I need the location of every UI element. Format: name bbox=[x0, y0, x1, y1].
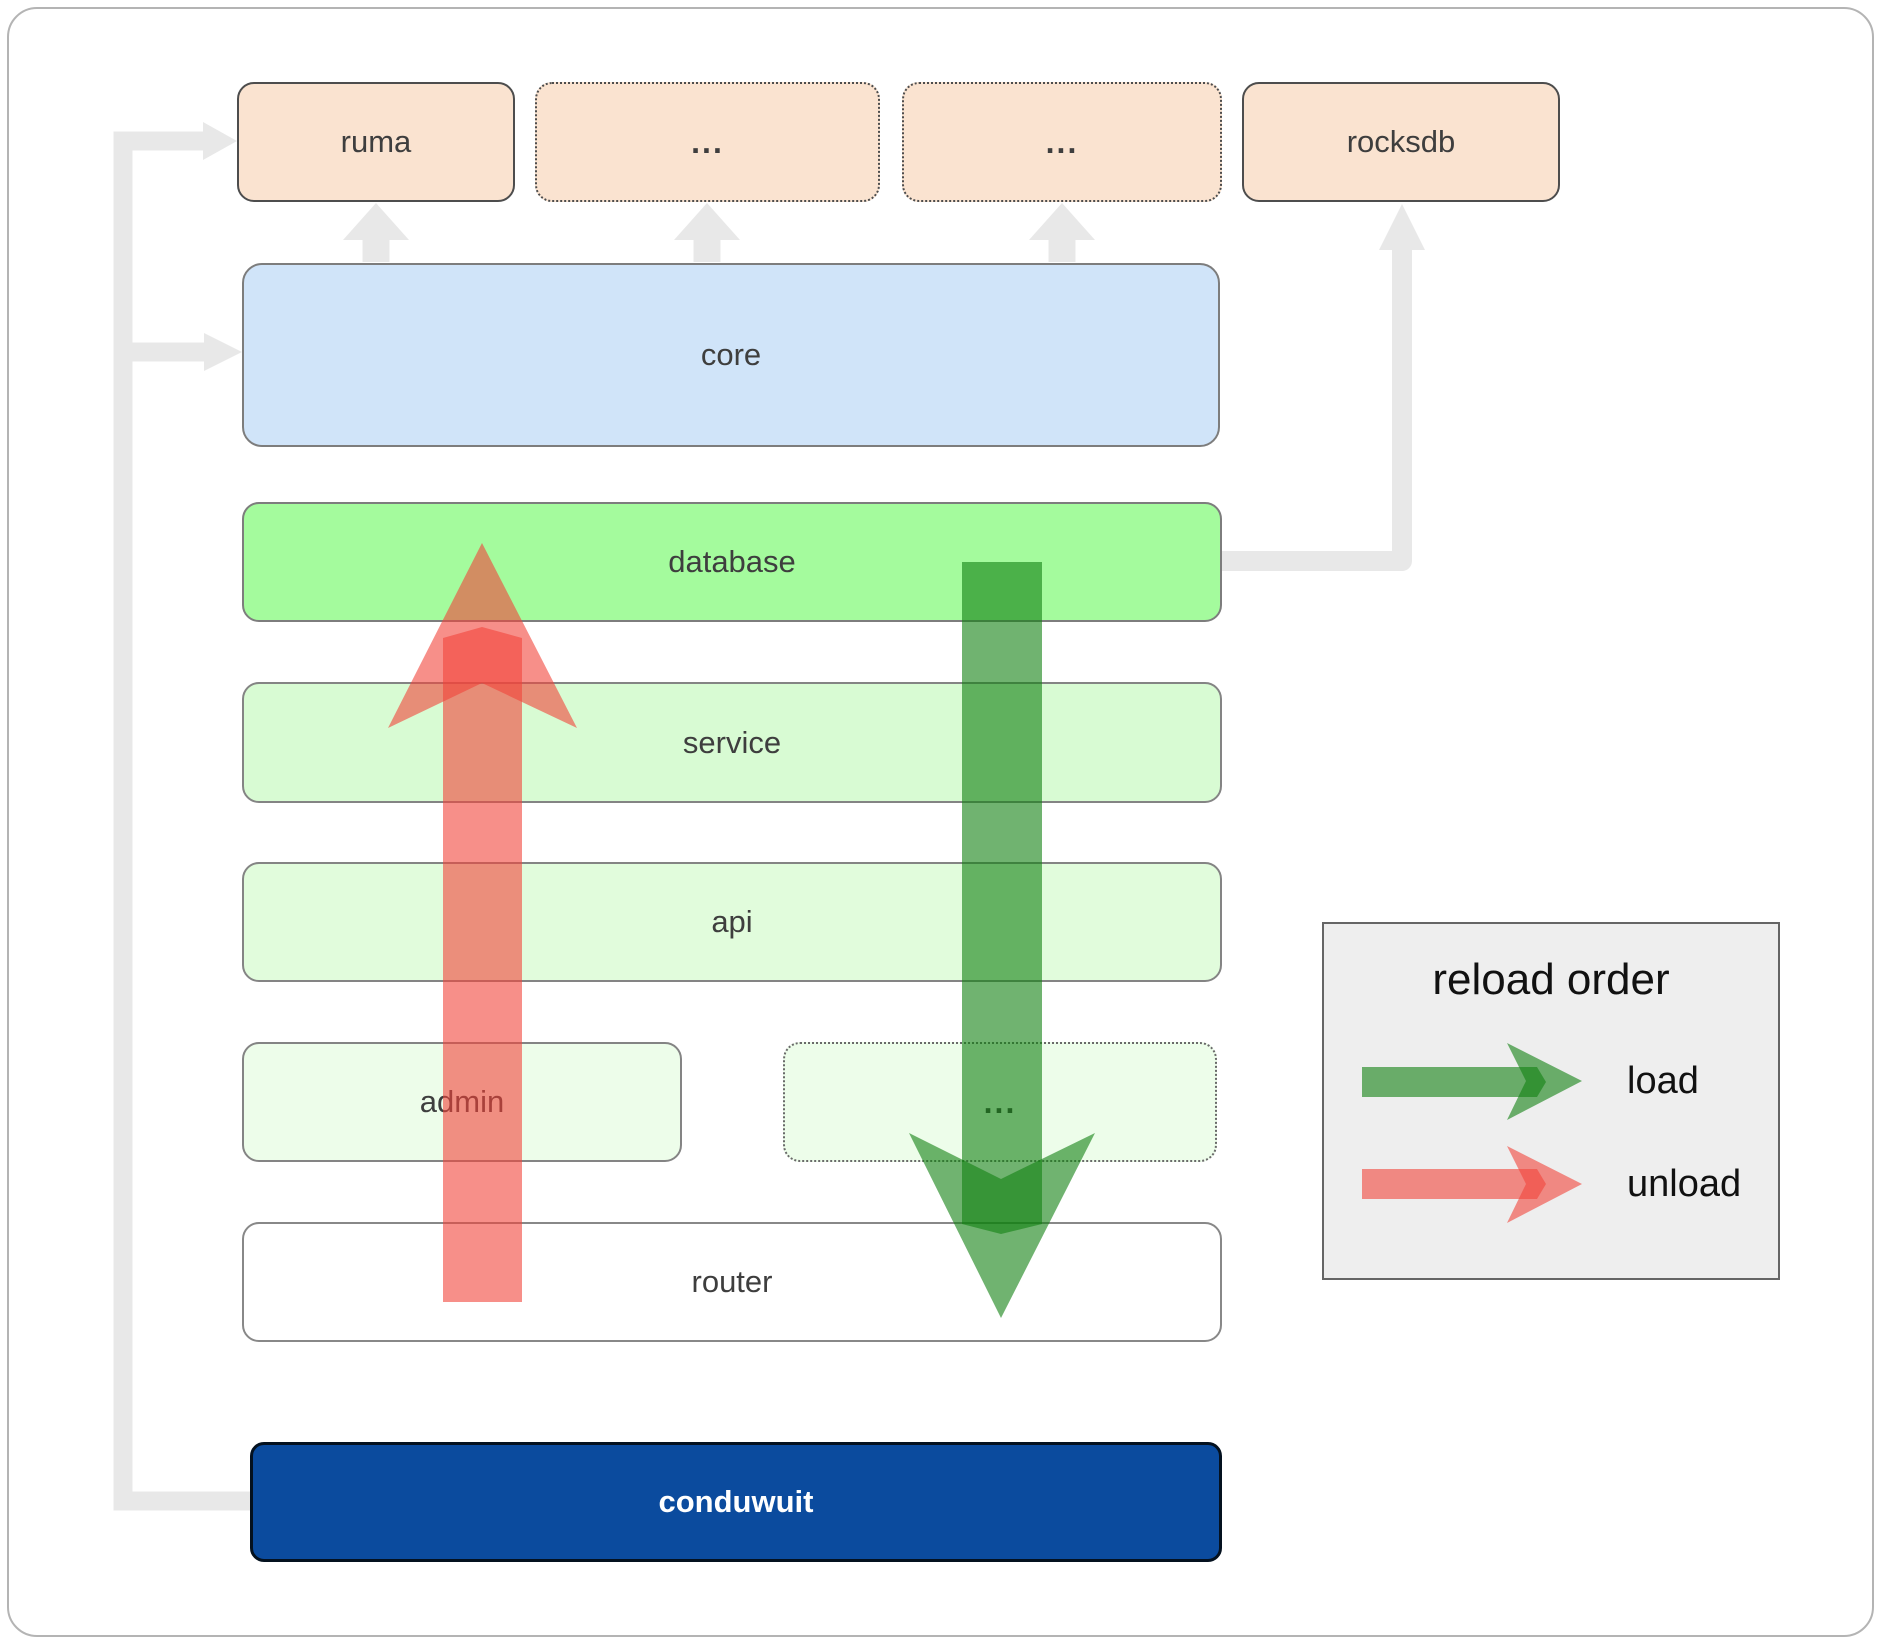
box-ruma: ruma bbox=[237, 82, 515, 202]
box-admin-label: admin bbox=[419, 1084, 505, 1119]
box-ruma-label: ruma bbox=[340, 124, 412, 159]
box-conduwuit-label: conduwuit bbox=[658, 1484, 814, 1519]
box-top-ellipsis-2-label: ... bbox=[1045, 123, 1079, 160]
box-api: api bbox=[242, 862, 1222, 982]
box-mid-ellipsis-label: ... bbox=[983, 1083, 1017, 1120]
box-conduwuit: conduwuit bbox=[250, 1442, 1222, 1562]
diagram-outer-border bbox=[7, 7, 1874, 1637]
legend-label-unload: unload bbox=[1627, 1163, 1742, 1205]
box-rocksdb: rocksdb bbox=[1242, 82, 1560, 202]
box-mid-ellipsis: ... bbox=[783, 1042, 1217, 1162]
box-database-label: database bbox=[668, 544, 796, 579]
box-service: service bbox=[242, 682, 1222, 803]
box-service-label: service bbox=[682, 724, 782, 760]
box-api-label: api bbox=[711, 904, 753, 939]
box-core-label: core bbox=[700, 337, 762, 372]
box-top-ellipsis-2: ... bbox=[902, 82, 1222, 202]
box-top-ellipsis-1-label: ... bbox=[691, 123, 724, 160]
box-rocksdb-label: rocksdb bbox=[1346, 124, 1456, 159]
box-top-ellipsis-1: ... bbox=[535, 82, 880, 202]
box-admin: admin bbox=[242, 1042, 682, 1162]
box-router-label: router bbox=[691, 1264, 773, 1299]
legend-label-load: load bbox=[1627, 1060, 1699, 1102]
legend-title: reload order bbox=[1432, 955, 1670, 1004]
box-router: router bbox=[242, 1222, 1222, 1342]
box-core: core bbox=[242, 263, 1220, 447]
box-database: database bbox=[242, 502, 1222, 622]
